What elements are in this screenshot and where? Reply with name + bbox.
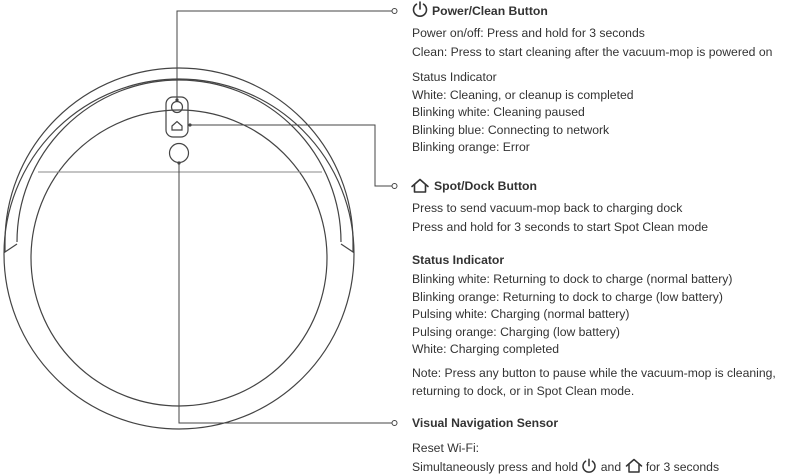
power-icon [582, 458, 597, 473]
power-button-shape [170, 100, 184, 114]
status2-line-1: Blinking white: Returning to dock to cha… [412, 272, 733, 286]
leader-sensor-end [391, 420, 398, 426]
status2-line-5: White: Charging completed [412, 342, 559, 356]
power-clean-title: Power/Clean Button [432, 4, 548, 18]
leader-power-end [391, 8, 398, 14]
bumper-notch-right [340, 242, 354, 254]
leader-sensor-start [177, 161, 181, 165]
reset-wifi-line-and: and [600, 460, 622, 474]
leader-power-start [175, 98, 179, 102]
status-indicator-2-title: Status Indicator [412, 253, 505, 267]
leader-power [176, 10, 392, 100]
note-line-2: returning to dock, or in Spot Clean mode… [412, 384, 635, 398]
home-button-shape [171, 120, 183, 131]
dock-line-1: Press to send vacuum-mop back to chargin… [412, 201, 683, 215]
reset-wifi-line: Simultaneously press and hold and for 3 … [412, 458, 719, 474]
status2-line-3: Pulsing white: Charging (normal battery) [412, 307, 630, 321]
status1-line-3: Blinking blue: Connecting to network [412, 123, 610, 137]
leader-sensor [178, 163, 392, 424]
note-line-1: Note: Press any button to pause while th… [412, 366, 776, 380]
bumper-outer-arc [4, 67, 354, 243]
spot-dock-title: Spot/Dock Button [434, 179, 537, 193]
bumper-inner-arc [16, 79, 342, 243]
visual-navigation-sensor-title: Visual Navigation Sensor [412, 416, 559, 430]
status2-line-4: Pulsing orange: Charging (low battery) [412, 325, 620, 339]
status1-line-2: Blinking white: Cleaning paused [412, 105, 585, 119]
leader-dock-end [391, 183, 398, 189]
status1-line-4: Blinking orange: Error [412, 140, 530, 154]
power-line-1: Power on/off: Press and hold for 3 secon… [412, 26, 645, 40]
home-icon [625, 458, 642, 473]
bumper-notch-left [4, 242, 18, 254]
reset-wifi-title: Reset Wi-Fi: [412, 441, 480, 455]
reset-wifi-line-end: for 3 seconds [645, 460, 720, 474]
robot-body-circle [3, 78, 355, 430]
button-panel [165, 96, 189, 138]
dock-line-2: Press and hold for 3 seconds to start Sp… [412, 220, 709, 234]
navigation-sensor-shape [168, 142, 190, 164]
status2-line-2: Blinking orange: Returning to dock to ch… [412, 290, 723, 304]
leader-dock [190, 124, 392, 187]
power-icon [412, 1, 428, 17]
leader-dock-start [188, 123, 192, 127]
status1-line-1: White: Cleaning, or cleanup is completed [412, 88, 634, 102]
power-line-2: Clean: Press to start cleaning after the… [412, 45, 773, 59]
home-icon [411, 178, 429, 193]
reset-wifi-line-start: Simultaneously press and hold [412, 460, 578, 474]
status-indicator-1-title: Status Indicator [412, 70, 497, 84]
